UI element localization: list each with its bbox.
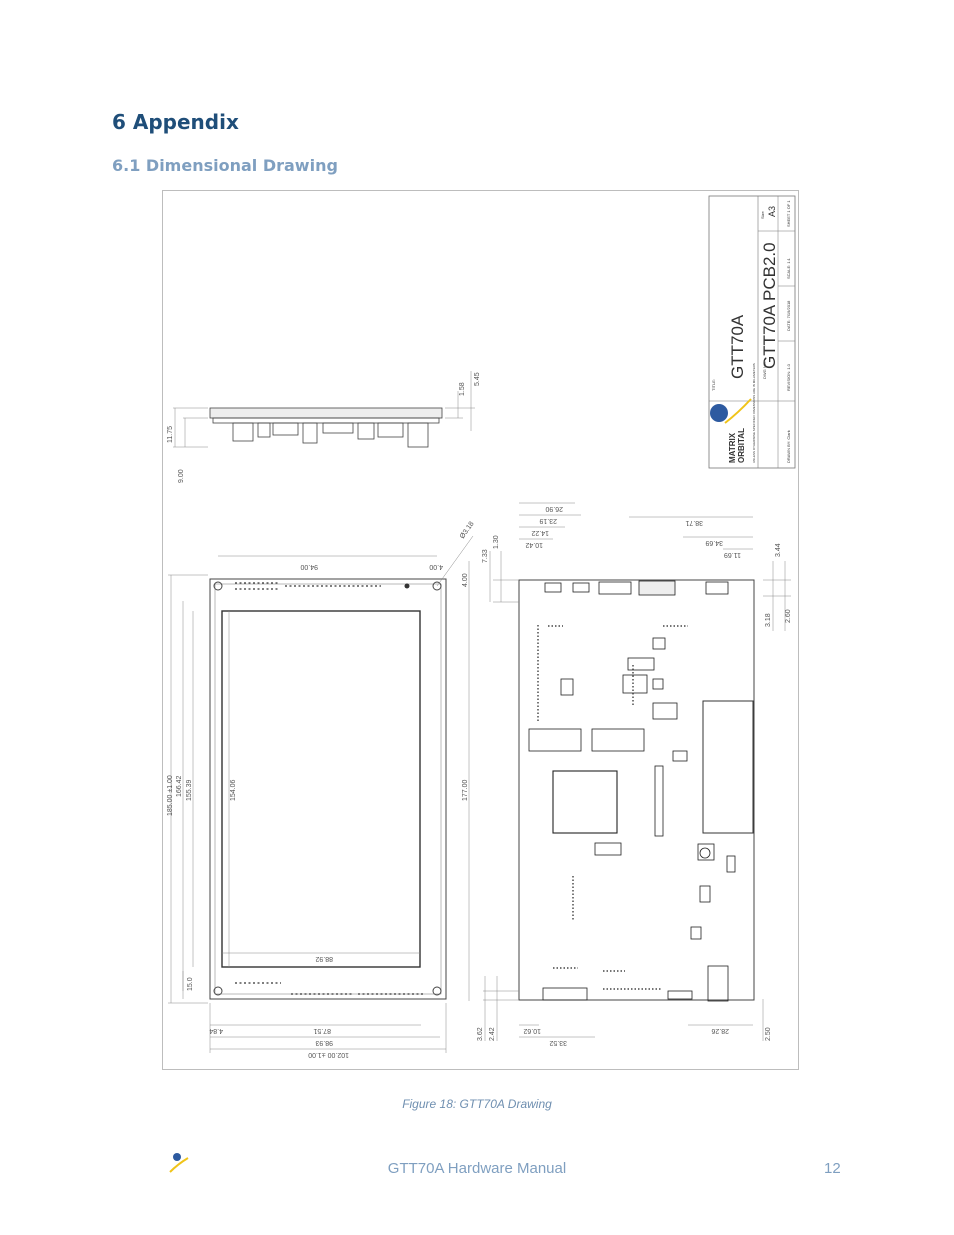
dim-87-51: 87.51 <box>313 1027 331 1034</box>
dim-28-26: 28.26 <box>711 1027 729 1034</box>
sheet-size: A3 <box>767 206 777 217</box>
dim-26-90: 26.90 <box>545 505 563 512</box>
dim-11-75: 11.75 <box>167 426 174 443</box>
dim-155-39: 155.39 <box>186 779 193 801</box>
dim-2-50: 2.50 <box>765 1027 772 1041</box>
figure-caption: Figure 18: GTT70A Drawing <box>402 1097 552 1111</box>
dim-94-00: 94.00 <box>300 563 318 570</box>
dim-4-00b: 4.00 <box>462 573 469 587</box>
dim-33-52: 33.52 <box>549 1039 567 1046</box>
dwg-no-label: DWG NO. <box>762 361 767 379</box>
section-heading: 6 Appendix <box>112 110 239 134</box>
display-area <box>221 610 421 968</box>
dim-10-62: 10.62 <box>523 1027 541 1034</box>
sheet-number: SHEET 1 OF 1 <box>786 200 791 227</box>
dim-98-93: 98.93 <box>315 1039 333 1046</box>
pcb-view <box>483 502 791 1041</box>
dim-7-33: 7.33 <box>482 549 489 563</box>
dim-1-58: 1.58 <box>459 382 466 396</box>
dim-4-00: 4.00 <box>429 563 443 570</box>
dim-9-00: 9.00 <box>178 469 185 483</box>
dim-154-06: 154.06 <box>230 779 237 801</box>
dim-10-42: 10.42 <box>525 541 543 548</box>
dim-166-42: 166.42 <box>176 775 183 797</box>
dwg-number: GTT70A PCB2.0 <box>760 242 779 369</box>
drawing-canvas: MATRIX ORBITAL UNLESS OTHERWISE SPECIFIE… <box>167 195 796 1058</box>
dim-1-30: 1.30 <box>493 535 500 549</box>
dim-3-62: 3.62 <box>477 1027 484 1041</box>
dim-5-45: 5.45 <box>474 372 481 386</box>
subsection-heading: 6.1 Dimensional Drawing <box>112 156 338 175</box>
matrix-orbital-logo-icon <box>169 1153 189 1173</box>
dim-102: 102.00 ±1.00 <box>308 1051 349 1058</box>
title-block-notes: UNLESS OTHERWISE SPECIFIED: DIMENSIONS A… <box>752 363 756 463</box>
page-number: 12 <box>824 1160 841 1177</box>
title-label: TITLE: <box>711 379 716 391</box>
dim-15-0: 15.0 <box>187 977 194 991</box>
title-block: MATRIX ORBITAL UNLESS OTHERWISE SPECIFIE… <box>708 195 796 469</box>
side-view <box>173 371 475 448</box>
dim-23-19: 23.19 <box>539 517 557 524</box>
dim-3-18: 3.18 <box>765 613 772 627</box>
dim-177: 177.00 <box>462 779 469 801</box>
dim-diameter: Ø3.18 <box>459 520 476 540</box>
dim-2-42: 2.42 <box>489 1027 496 1041</box>
logo-text-1: MATRIX <box>728 432 737 463</box>
dim-11-69: 11.69 <box>724 551 741 558</box>
logo-text-2: ORBITAL <box>737 428 746 463</box>
revision: REVISION: 1.0 <box>786 363 791 391</box>
logo-globe-icon <box>710 404 728 422</box>
drawn-by: DRAWN BY: Clark <box>786 430 791 463</box>
dim-3-44: 3.44 <box>775 543 782 557</box>
dim-14-22: 14.22 <box>531 529 549 536</box>
dim-2-60: 2.60 <box>785 609 792 623</box>
dim-34-69: 34.69 <box>705 539 723 546</box>
dim-88-92: 88.92 <box>315 955 333 962</box>
date: DATE: 7/19/2018 <box>786 300 791 331</box>
drawing-title: GTT70A <box>728 314 747 379</box>
dimensional-drawing: MATRIX ORBITAL UNLESS OTHERWISE SPECIFIE… <box>162 190 799 1070</box>
scale: SCALE: 1:1 <box>786 257 791 279</box>
dim-4-84: 4.84 <box>209 1027 223 1034</box>
dim-185: 185.00 ±1.00 <box>167 775 174 816</box>
front-view <box>168 535 474 1053</box>
dim-38-71: 38.71 <box>685 519 703 526</box>
footer-title: GTT70A Hardware Manual <box>387 1160 567 1177</box>
size-label: Size <box>760 210 765 219</box>
